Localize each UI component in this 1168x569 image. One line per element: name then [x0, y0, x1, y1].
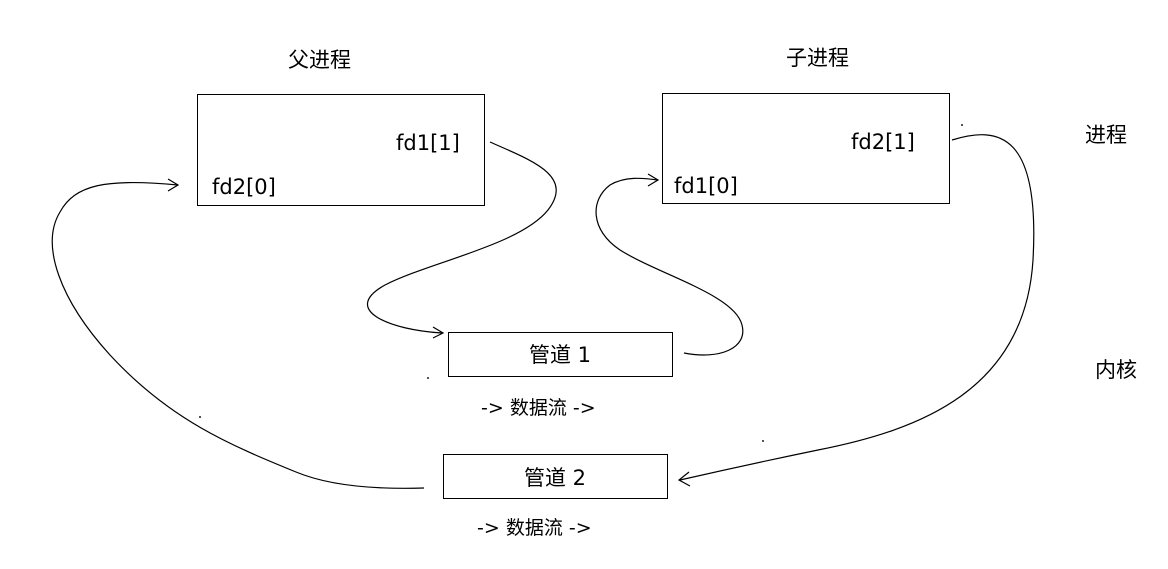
- pipe1-label: 管道 1: [529, 343, 592, 367]
- kernel-zone-label: 内核: [1095, 358, 1137, 382]
- arrowhead-parent-fd2-in: [167, 178, 180, 192]
- child-process-title: 子进程: [786, 46, 849, 70]
- child-write-fd: fd2[1]: [851, 130, 915, 154]
- pipe2-label: 管道 2: [524, 466, 587, 490]
- stray-mark: [427, 377, 429, 379]
- arrowhead-pipe2-in: [677, 471, 691, 487]
- arrowhead-child-fd1-in: [647, 173, 660, 187]
- parent-read-fd: fd2[0]: [212, 175, 276, 199]
- stray-mark: [199, 416, 201, 418]
- stray-mark: [961, 124, 963, 126]
- arrow-pipe2-to-parent-fd2: [51, 181, 425, 489]
- parent-process-box: fd1[1] fd2[0]: [197, 94, 485, 206]
- process-zone-label: 进程: [1085, 123, 1127, 147]
- pipe1-box: 管道 1: [448, 332, 673, 377]
- pipe1-flow-label: -> 数据流 ->: [481, 397, 596, 419]
- parent-write-fd: fd1[1]: [396, 131, 460, 155]
- arrowhead-pipe1-in: [432, 326, 445, 339]
- arrow-pipe1-to-child-fd1: [595, 177, 744, 356]
- pipe2-box: 管道 2: [443, 454, 668, 499]
- parent-process-title: 父进程: [288, 48, 351, 72]
- stray-mark: [762, 440, 764, 442]
- child-process-box: fd2[1] fd1[0]: [662, 93, 950, 204]
- child-read-fd: fd1[0]: [674, 174, 738, 198]
- pipe2-flow-label: -> 数据流 ->: [477, 517, 592, 539]
